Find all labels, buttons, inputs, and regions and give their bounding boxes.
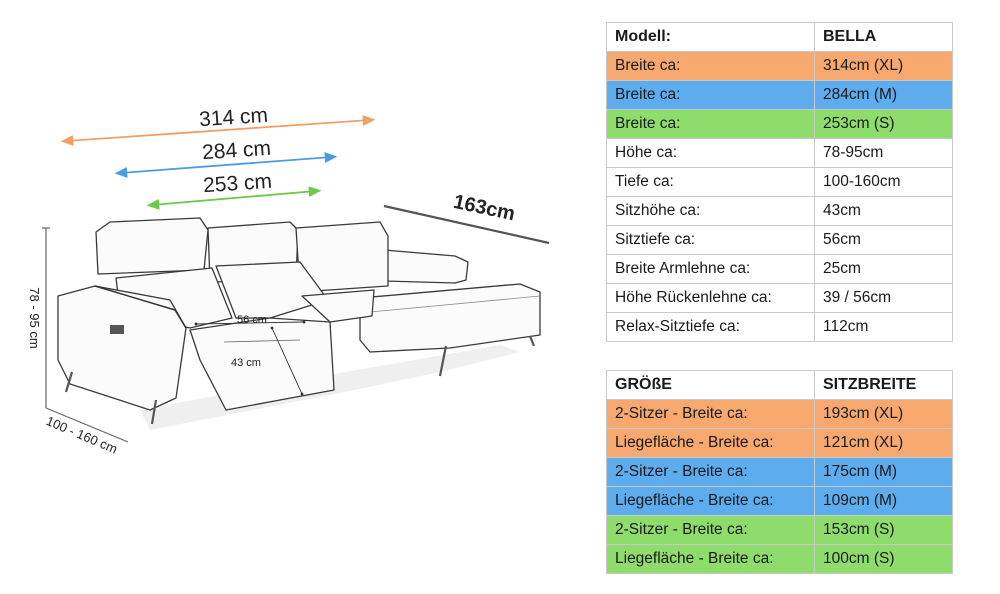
dimension-line-depth bbox=[45, 407, 129, 443]
table-row: 2-Sitzer - Breite ca:153cm (S) bbox=[606, 515, 953, 545]
row-label: Tiefe ca: bbox=[606, 167, 815, 197]
table-row: Tiefe ca:100-160cm bbox=[606, 167, 953, 197]
dimension-label-163: 163cm bbox=[452, 191, 517, 225]
row-label: 2-Sitzer - Breite ca: bbox=[606, 515, 815, 545]
header-cell-size: GRÖßE bbox=[606, 370, 815, 400]
row-label: Sitztiefe ca: bbox=[606, 225, 815, 255]
row-value: 121cm (XL) bbox=[814, 428, 953, 458]
row-label: 2-Sitzer - Breite ca: bbox=[606, 457, 815, 487]
table-row: Höhe Rückenlehne ca:39 / 56cm bbox=[606, 283, 953, 313]
header-cell-model-name: BELLA bbox=[814, 22, 953, 52]
table-row: Breite ca:284cm (M) bbox=[606, 80, 953, 110]
row-label: Höhe ca: bbox=[606, 138, 815, 168]
table-row: Liegefläche - Breite ca:100cm (S) bbox=[606, 544, 953, 574]
row-label: 2-Sitzer - Breite ca: bbox=[606, 399, 815, 429]
row-value: 253cm (S) bbox=[814, 109, 953, 139]
table-row: Sitzhöhe ca:43cm bbox=[606, 196, 953, 226]
row-label: Liegefläche - Breite ca: bbox=[606, 428, 815, 458]
size-spec-table: GRÖßE SITZBREITE 2-Sitzer - Breite ca:19… bbox=[606, 370, 953, 574]
table-row: Liegefläche - Breite ca:109cm (M) bbox=[606, 486, 953, 516]
dimension-label-height: 78 - 95 cm bbox=[27, 287, 42, 348]
row-value: 175cm (M) bbox=[814, 457, 953, 487]
table-row: Breite ca:253cm (S) bbox=[606, 109, 953, 139]
row-label: Sitzhöhe ca: bbox=[606, 196, 815, 226]
table-row: Liegefläche - Breite ca:121cm (XL) bbox=[606, 428, 953, 458]
row-value: 314cm (XL) bbox=[814, 51, 953, 81]
table-row: Relax-Sitztiefe ca:112cm bbox=[606, 312, 953, 342]
dimension-line-253 bbox=[146, 186, 322, 210]
table-row: Höhe ca:78-95cm bbox=[606, 138, 953, 168]
table-row: Sitztiefe ca:56cm bbox=[606, 225, 953, 255]
dimension-label-depth: 100 - 160 cm bbox=[44, 413, 120, 456]
header-cell-model: Modell: bbox=[606, 22, 815, 52]
row-label: Relax-Sitztiefe ca: bbox=[606, 312, 815, 342]
row-value: 193cm (XL) bbox=[814, 399, 953, 429]
table-row: 2-Sitzer - Breite ca:193cm (XL) bbox=[606, 399, 953, 429]
seat-height-label: 43 cm bbox=[231, 357, 261, 369]
dimension-line-284 bbox=[114, 152, 338, 178]
row-value: 100cm (S) bbox=[814, 544, 953, 574]
model-spec-table: Modell: BELLA Breite ca:314cm (XL)Breite… bbox=[606, 22, 953, 342]
row-label: Liegefläche - Breite ca: bbox=[606, 486, 815, 516]
table-row: Breite Armlehne ca:25cm bbox=[606, 254, 953, 284]
row-label: Breite ca: bbox=[606, 80, 815, 110]
row-value: 78-95cm bbox=[814, 138, 953, 168]
size-table-header: GRÖßE SITZBREITE bbox=[606, 370, 953, 400]
row-value: 153cm (S) bbox=[814, 515, 953, 545]
table-row: 2-Sitzer - Breite ca:175cm (M) bbox=[606, 457, 953, 487]
row-label: Höhe Rückenlehne ca: bbox=[606, 283, 815, 313]
model-table-header: Modell: BELLA bbox=[606, 22, 953, 52]
dimension-label-284: 284 cm bbox=[201, 137, 271, 165]
row-label: Breite Armlehne ca: bbox=[606, 254, 815, 284]
row-value: 39 / 56cm bbox=[814, 283, 953, 313]
row-value: 109cm (M) bbox=[814, 486, 953, 516]
header-cell-seat-width: SITZBREITE bbox=[814, 370, 953, 400]
dimension-label-253: 253 cm bbox=[202, 170, 272, 198]
row-value: 25cm bbox=[814, 254, 953, 284]
dimension-line-163 bbox=[383, 204, 550, 245]
row-value: 43cm bbox=[814, 196, 953, 226]
row-label: Liegefläche - Breite ca: bbox=[606, 544, 815, 574]
row-value: 100-160cm bbox=[814, 167, 953, 197]
row-value: 284cm (M) bbox=[814, 80, 953, 110]
sofa-sketch bbox=[57, 217, 541, 430]
dimension-label-314: 314 cm bbox=[198, 104, 268, 132]
row-label: Breite ca: bbox=[606, 109, 815, 139]
dimension-line-314 bbox=[60, 115, 376, 146]
table-row: Breite ca:314cm (XL) bbox=[606, 51, 953, 81]
seat-depth-label: 56 cm bbox=[237, 314, 267, 326]
sofa-dimension-drawing: 314 cm 284 cm 253 cm 163cm 78 - 95 cm 10… bbox=[27, 104, 550, 457]
row-value: 56cm bbox=[814, 225, 953, 255]
row-label: Breite ca: bbox=[606, 51, 815, 81]
row-value: 112cm bbox=[814, 312, 953, 342]
